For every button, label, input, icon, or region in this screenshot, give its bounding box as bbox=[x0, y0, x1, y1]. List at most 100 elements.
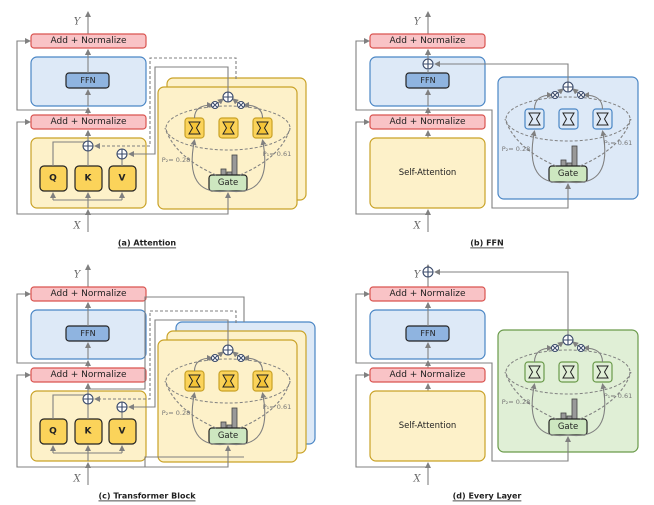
add-operator-icon bbox=[562, 81, 574, 93]
route-to-gate bbox=[428, 362, 571, 462]
connector-line bbox=[217, 98, 224, 105]
input-label-x: X bbox=[72, 474, 81, 485]
connector-line bbox=[52, 141, 88, 166]
plus-stroke bbox=[83, 394, 93, 404]
expert-to-multiply bbox=[243, 102, 264, 119]
expert-to-multiply bbox=[193, 102, 213, 119]
add-normalize-label: Add + Normalize bbox=[50, 370, 126, 380]
times-stroke bbox=[578, 92, 584, 98]
times-stroke bbox=[552, 345, 558, 351]
k-label: K bbox=[85, 174, 93, 184]
add-operator-icon bbox=[82, 140, 94, 152]
add-operator-icon bbox=[82, 393, 94, 405]
input-label-x: X bbox=[72, 221, 81, 232]
connector-line bbox=[557, 88, 564, 95]
times-stroke bbox=[552, 92, 558, 98]
add-normalize-label: Add + Normalize bbox=[50, 36, 126, 46]
v-label: V bbox=[119, 427, 126, 437]
gate-probability-p1: P₁= 0.61 bbox=[263, 403, 292, 411]
output-label-y: Y bbox=[74, 17, 82, 28]
hourglass-shape bbox=[256, 121, 269, 135]
output-label-y: Y bbox=[74, 270, 82, 281]
gate-probability-dashed bbox=[579, 118, 632, 167]
residual-connection bbox=[355, 291, 428, 364]
connector-line bbox=[232, 351, 239, 358]
q-label: Q bbox=[49, 427, 57, 437]
gate-probability-p1: P₁= 0.61 bbox=[604, 139, 633, 147]
expert-to-multiply bbox=[193, 355, 213, 372]
add-operator-icon bbox=[116, 148, 128, 160]
residual-connection bbox=[355, 119, 428, 215]
gate-to-expert bbox=[530, 383, 569, 437]
add-normalize-label: Add + Normalize bbox=[50, 117, 126, 127]
plus-stroke bbox=[117, 402, 127, 412]
gate-probability-dashed bbox=[504, 371, 557, 420]
add-normalize-block-bottom bbox=[369, 367, 486, 383]
connector-line bbox=[557, 341, 564, 348]
add-normalize-block-top bbox=[30, 286, 147, 302]
caption-b: (b) FFN bbox=[470, 239, 503, 248]
multiply-operator-icon bbox=[211, 354, 219, 362]
expert-icon bbox=[184, 117, 205, 139]
plus-stroke bbox=[423, 59, 433, 69]
add-normalize-block-top bbox=[369, 33, 486, 49]
gate-label: Gate bbox=[218, 431, 238, 441]
multiply-operator-icon bbox=[237, 354, 245, 362]
expert-output-dashed bbox=[94, 57, 237, 149]
hourglass-shape bbox=[222, 121, 235, 135]
expert-output bbox=[434, 61, 569, 82]
add-operator-icon bbox=[116, 401, 128, 413]
multiply-operator-icon bbox=[577, 344, 585, 352]
gate-label: Gate bbox=[558, 422, 578, 432]
route-to-gate bbox=[88, 192, 231, 215]
gate-probability-p1: P₁= 0.61 bbox=[263, 150, 292, 158]
gate-to-expert bbox=[567, 130, 607, 184]
caption-a: (a) Attention bbox=[118, 239, 177, 248]
gate-probability-dashed bbox=[164, 380, 217, 429]
route-to-block bbox=[88, 456, 244, 468]
residual-connection bbox=[16, 291, 88, 364]
hourglass-shape bbox=[562, 112, 575, 126]
caption-d: (d) Every Layer bbox=[453, 492, 522, 501]
expert-icon bbox=[218, 370, 239, 392]
multiply-operator-icon bbox=[551, 344, 559, 352]
ffn-label: FFN bbox=[80, 329, 95, 338]
plus-stroke bbox=[563, 82, 573, 92]
expert-icon bbox=[218, 117, 239, 139]
multiply-operator-icon bbox=[211, 101, 219, 109]
add-operator-icon bbox=[222, 344, 234, 356]
hourglass-shape bbox=[188, 374, 201, 388]
residual-connection bbox=[16, 119, 88, 215]
expert-to-multiply bbox=[533, 92, 553, 110]
expert-icon bbox=[524, 108, 545, 130]
hourglass-shape bbox=[562, 365, 575, 379]
input-label-x: X bbox=[412, 474, 421, 485]
add-operator-icon bbox=[422, 266, 434, 278]
times-stroke bbox=[212, 355, 218, 361]
v-label: V bbox=[119, 174, 126, 184]
add-normalize-label: Add + Normalize bbox=[389, 289, 465, 299]
expert-to-multiply bbox=[583, 345, 604, 363]
times-stroke bbox=[238, 355, 244, 361]
gate-probability-dashed bbox=[504, 118, 557, 167]
plus-stroke bbox=[423, 267, 433, 277]
expert-icon bbox=[592, 108, 613, 130]
times-stroke bbox=[212, 102, 218, 108]
add-normalize-block-top bbox=[369, 286, 486, 302]
expert-icon bbox=[558, 108, 579, 130]
expert-icon bbox=[252, 370, 273, 392]
expert-group-dashed-outline bbox=[505, 96, 631, 142]
output-label-y: Y bbox=[414, 270, 422, 281]
add-normalize-block-bottom bbox=[30, 114, 147, 130]
ffn-label: FFN bbox=[420, 76, 435, 85]
connector-line bbox=[52, 394, 88, 419]
add-normalize-block-top bbox=[30, 33, 147, 49]
connector-line bbox=[217, 351, 224, 358]
route-to-gate bbox=[428, 109, 571, 209]
expert-output bbox=[434, 269, 569, 335]
expert-to-multiply bbox=[533, 345, 553, 363]
